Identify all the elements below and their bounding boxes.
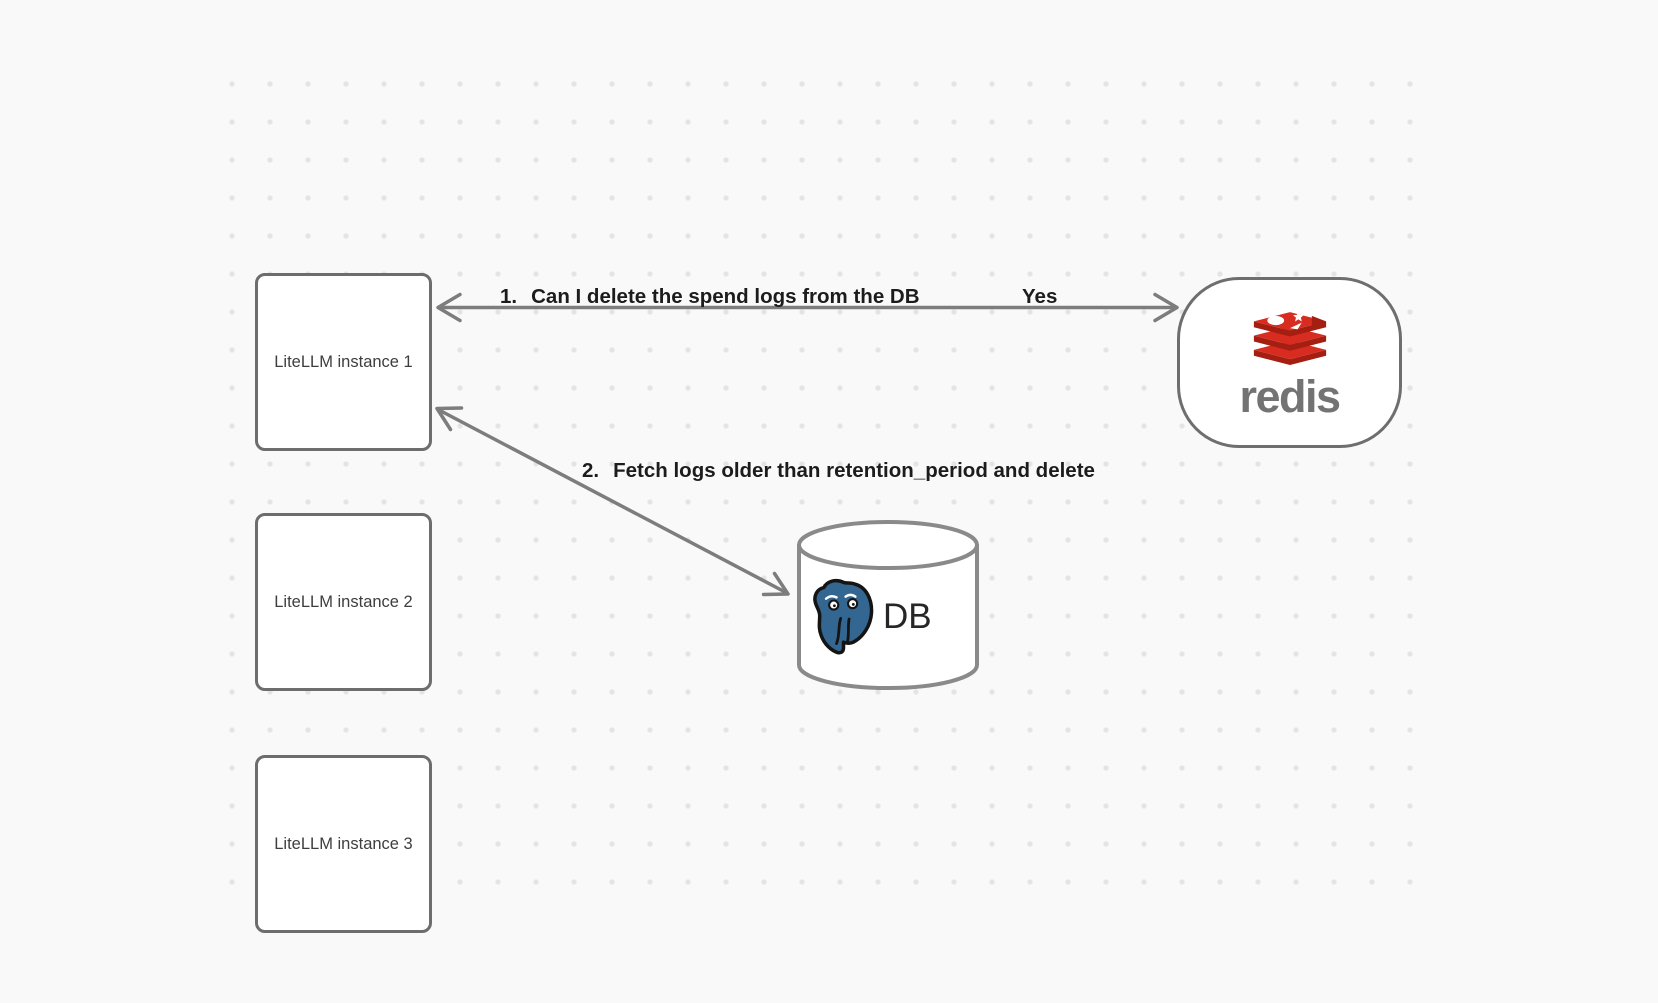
litellm-instance-3-node[interactable]: LiteLLM instance 3	[255, 755, 432, 933]
redis-node[interactable]: redis	[1177, 277, 1402, 448]
edge-2-number: 2.	[582, 459, 600, 482]
instance-label: LiteLLM instance 3	[274, 834, 413, 853]
edge-1-text: Can I delete the spend logs from the DB	[531, 285, 920, 308]
redis-logo-icon	[1253, 311, 1326, 366]
instance-label: LiteLLM instance 1	[274, 352, 413, 371]
redis-wordmark: redis	[1239, 371, 1341, 422]
instance-label: LiteLLM instance 2	[274, 592, 413, 611]
arrow-spend-logs[interactable]	[436, 292, 1179, 323]
litellm-instance-1-node[interactable]: LiteLLM instance 1	[255, 273, 432, 451]
edge-1-label[interactable]: 1. Can I delete the spend logs from the …	[500, 285, 920, 309]
edge-2-text: Fetch logs older than retention_period a…	[613, 459, 1095, 482]
edge-1-response-label[interactable]: Yes	[1022, 285, 1058, 308]
postgres-elephant-icon	[813, 578, 874, 655]
db-label: DB	[883, 597, 932, 636]
litellm-instance-2-node[interactable]: LiteLLM instance 2	[255, 513, 432, 691]
edge-2-label[interactable]: 2. Fetch logs older than retention_perio…	[582, 459, 1095, 483]
db-node[interactable]: DB	[795, 512, 981, 694]
arrow-fetch-logs[interactable]	[435, 406, 790, 597]
edge-1-number: 1.	[500, 285, 518, 308]
